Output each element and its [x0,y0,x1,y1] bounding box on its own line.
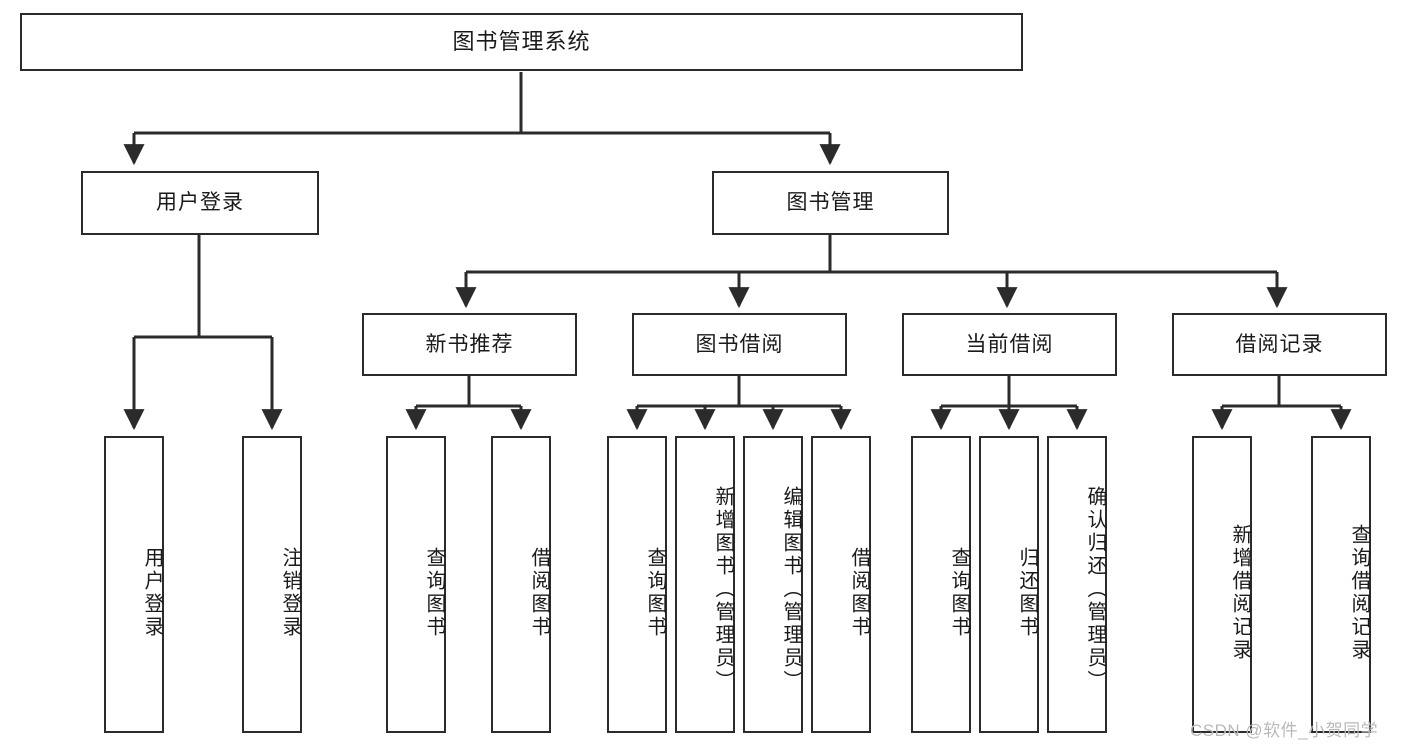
leaf-book-borrow-borrow[interactable]: 借阅图书 [811,436,871,733]
csdn-watermark: CSDN @软件_小贺同学 [1190,721,1379,740]
leaf-borrow-record-add[interactable]: 新增借阅记录 [1192,436,1252,733]
node-borrow-record[interactable]: 借阅记录 [1172,313,1387,376]
node-book-borrow[interactable]: 图书借阅 [632,313,847,376]
leaf-user-login-login[interactable]: 用户登录 [104,436,164,733]
leaf-book-borrow-add-admin[interactable]: 新增图书（管理员） [675,436,735,733]
leaf-new-book-borrow[interactable]: 借阅图书 [491,436,551,733]
leaf-current-borrow-confirm-return-admin[interactable]: 确认归还（管理员） [1047,436,1107,733]
leaf-current-borrow-query[interactable]: 查询图书 [911,436,971,733]
leaf-book-borrow-query[interactable]: 查询图书 [607,436,667,733]
leaf-borrow-record-query[interactable]: 查询借阅记录 [1311,436,1371,733]
node-current-borrow[interactable]: 当前借阅 [902,313,1117,376]
leaf-new-book-query[interactable]: 查询图书 [386,436,446,733]
node-root-system[interactable]: 图书管理系统 [20,13,1023,71]
leaf-current-borrow-return[interactable]: 归还图书 [979,436,1039,733]
node-new-book-recommend[interactable]: 新书推荐 [362,313,577,376]
leaf-book-borrow-edit-admin[interactable]: 编辑图书（管理员） [743,436,803,733]
node-user-login[interactable]: 用户登录 [81,171,319,235]
leaf-user-login-logout[interactable]: 注销登录 [242,436,302,733]
node-book-management[interactable]: 图书管理 [712,171,949,235]
